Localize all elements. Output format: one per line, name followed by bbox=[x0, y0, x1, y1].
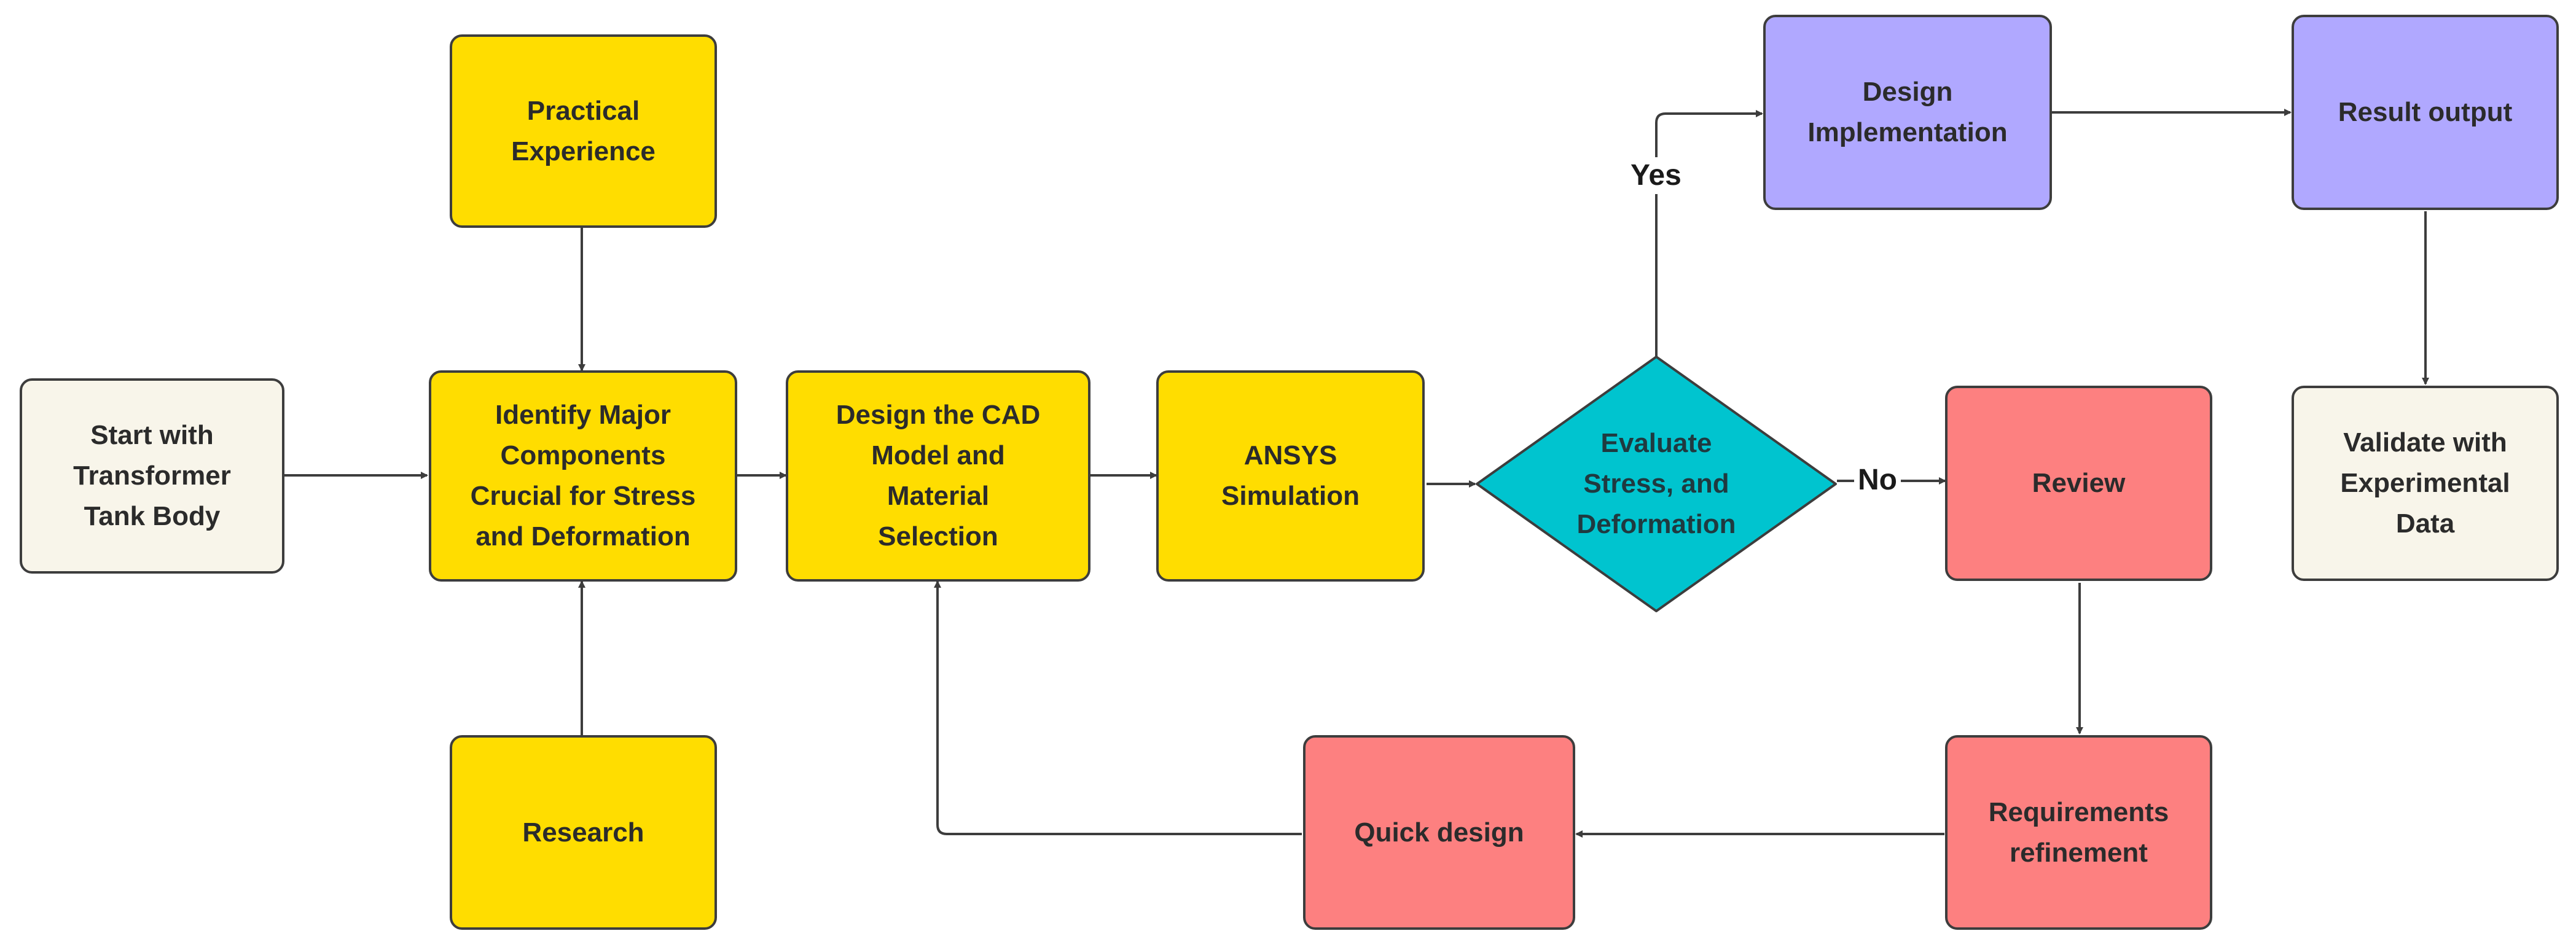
validate-box: Validate with Experimental Data bbox=[2292, 386, 2559, 581]
yes-label: Yes bbox=[1627, 157, 1685, 194]
cad-model-box: Design the CAD Model and Material Select… bbox=[786, 370, 1090, 582]
arrow-quick-to-cad bbox=[934, 580, 1302, 835]
ansys-simulation-box: ANSYS Simulation bbox=[1156, 370, 1425, 582]
review-box: Review bbox=[1945, 386, 2212, 581]
quick-design-box: Quick design bbox=[1303, 735, 1575, 930]
practical-experience-box: Practical Experience bbox=[450, 34, 717, 228]
start-box: Start with Transformer Tank Body bbox=[20, 378, 284, 574]
research-box: Research bbox=[450, 735, 717, 930]
no-label: No bbox=[1854, 462, 1901, 499]
requirements-refinement-box: Requirements refinement bbox=[1945, 735, 2212, 930]
design-implementation-box: Design Implementation bbox=[1763, 15, 2052, 210]
result-output-box: Result output bbox=[2292, 15, 2559, 210]
identify-components-box: Identify Major Components Crucial for St… bbox=[429, 370, 737, 582]
arrow-evaluate-yes-to-implementation bbox=[1655, 110, 1763, 357]
evaluate-label: Evaluate Stress, and Deformation bbox=[1576, 428, 1736, 539]
evaluate-diamond bbox=[1476, 356, 1837, 612]
